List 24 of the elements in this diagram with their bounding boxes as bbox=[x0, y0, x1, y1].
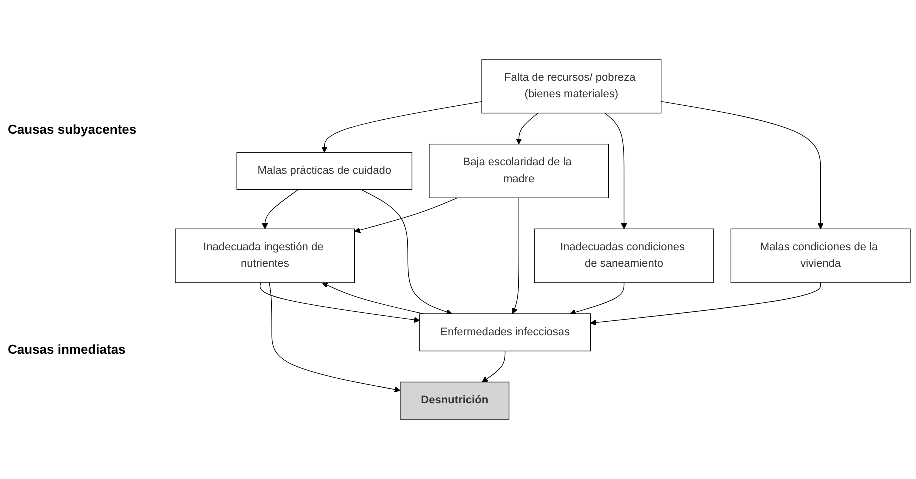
arrow bbox=[322, 282, 424, 314]
arrow bbox=[260, 282, 420, 324]
node-box: Desnutrición bbox=[400, 382, 510, 420]
section-label: Causas subyacentes bbox=[8, 122, 138, 138]
arrow bbox=[360, 190, 453, 316]
node-box: Malas condiciones de la vivienda bbox=[730, 228, 911, 284]
node-box: Inadecuada ingestión de nutrientes bbox=[175, 228, 356, 284]
arrow bbox=[482, 350, 506, 383]
arrow bbox=[661, 101, 824, 230]
node-box: Malas prácticas de cuidado bbox=[236, 152, 413, 190]
node-box: Baja escolaridad de la madre bbox=[429, 144, 610, 198]
node-box: Enfermedades infecciosas bbox=[420, 314, 592, 352]
node-box: Inadecuadas condiciones de saneamiento bbox=[534, 228, 714, 284]
arrow bbox=[354, 198, 458, 234]
arrow bbox=[269, 282, 401, 393]
arrow bbox=[590, 282, 822, 326]
node-box: Falta de recursos/ pobreza (bienes materiales) bbox=[482, 59, 662, 114]
arrow bbox=[570, 282, 625, 316]
arrow bbox=[512, 198, 520, 314]
arrow bbox=[604, 112, 628, 230]
arrow bbox=[516, 112, 539, 145]
arrow bbox=[322, 101, 482, 153]
arrow bbox=[262, 190, 299, 230]
section-label: Causas inmediatas bbox=[8, 342, 127, 357]
